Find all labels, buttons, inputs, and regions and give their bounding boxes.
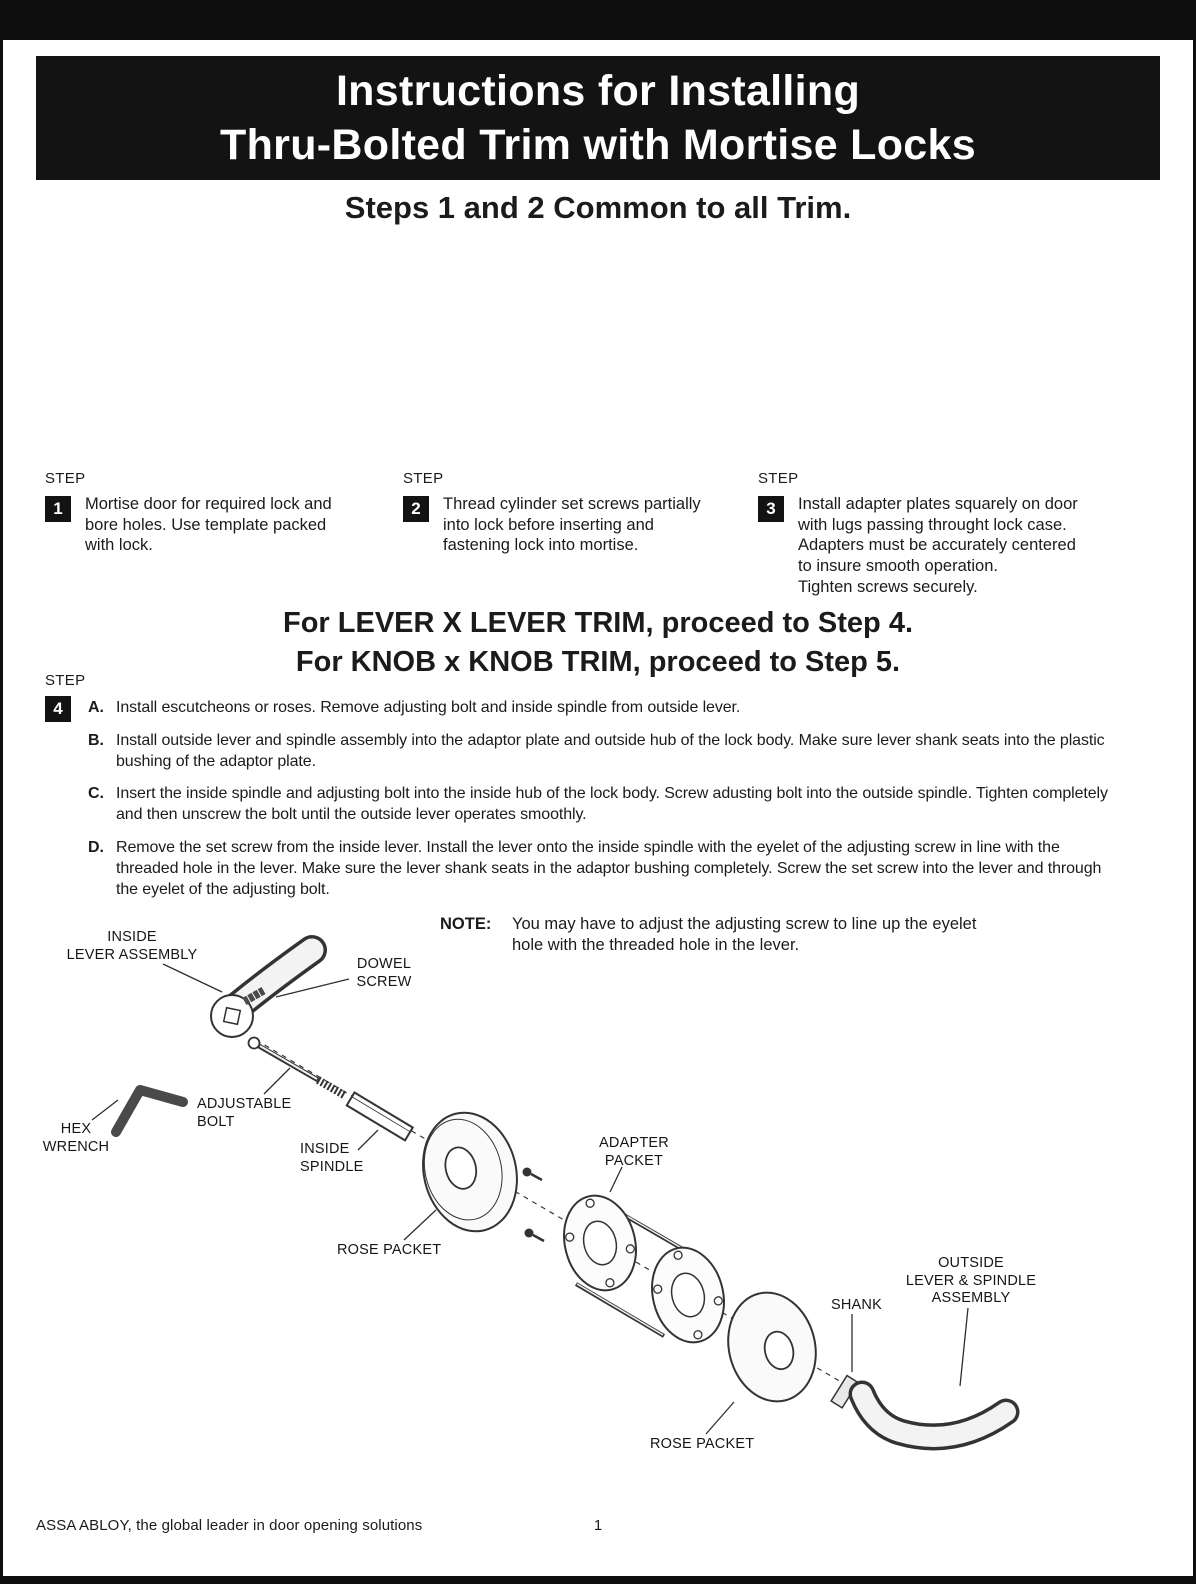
step-1-block: STEP 1 Mortise door for required lock an…	[45, 470, 367, 556]
step-3-number-badge: 3	[758, 496, 784, 522]
rose-packet-outside-drawing	[727, 1291, 817, 1403]
adapter-posts-drawing	[574, 1198, 688, 1338]
adapter-plate-2-drawing	[651, 1246, 725, 1344]
leader-lines	[91, 963, 969, 1435]
footer-page-number: 1	[593, 1517, 603, 1534]
adjustable-bolt-drawing	[247, 1036, 346, 1099]
label-rose-packet-inside: ROSE PACKET	[337, 1242, 442, 1258]
inside-lever-drawing	[210, 935, 327, 1038]
adapter-screw-2	[524, 1228, 545, 1243]
step-2-block: STEP 2 Thread cylinder set screws partia…	[403, 470, 733, 556]
note-label: NOTE:	[440, 915, 492, 933]
page-right-border	[1193, 0, 1196, 1584]
page-bottom-border	[0, 1576, 1196, 1584]
note-block: NOTE: You may have to adjust the adjusti…	[440, 914, 1030, 957]
step-4-item-b-text: Install outside lever and spindle assemb…	[116, 731, 1105, 770]
step-4-item-b-letter: B.	[88, 731, 104, 749]
label-inside-spindle: INSIDE SPINDLE	[300, 1141, 364, 1175]
assembly-axis-line	[255, 1039, 873, 1401]
rose-packet-inside-drawing	[422, 1111, 518, 1233]
inside-spindle-drawing	[345, 1091, 415, 1142]
step-4-item-b: B. Install outside lever and spindle ass…	[88, 731, 1120, 773]
step-4-item-a-letter: A.	[88, 699, 104, 716]
page-left-border	[0, 0, 3, 1584]
step-3-text: Install adapter plates squarely on door …	[798, 495, 1078, 596]
footer-brand-text: ASSA ABLOY, the global leader in door op…	[36, 1517, 423, 1534]
proceed-heading: For LEVER X LEVER TRIM, proceed to Step …	[0, 604, 1196, 682]
title-line-2: Thru-Bolted Trim with Mortise Locks	[220, 121, 976, 169]
label-dowel-screw: DOWEL SCREW	[356, 956, 412, 990]
step-2-number-badge: 2	[403, 496, 429, 522]
shank-drawing	[830, 1374, 860, 1409]
proceed-line-1: For LEVER X LEVER TRIM, proceed to Step …	[282, 607, 914, 639]
step-2-heading: STEP	[403, 470, 444, 487]
step-4-item-c-text: Insert the inside spindle and adjusting …	[116, 785, 1108, 824]
proceed-line-2: For KNOB x KNOB TRIM, proceed to Step 5.	[295, 645, 901, 678]
step-4-item-a: A. Install escutcheons or roses. Remove …	[88, 698, 1120, 719]
step-4-item-a-text: Install escutcheons or roses. Remove adj…	[116, 699, 741, 716]
step-4-item-d-letter: D.	[88, 838, 104, 856]
title-line-1: Instructions for Installing	[335, 66, 861, 115]
adapter-screw-1	[522, 1167, 543, 1182]
step-1-text: Mortise door for required lock and bore …	[85, 495, 332, 555]
label-hex-wrench: HEX WRENCH	[42, 1121, 110, 1155]
adapter-plate-1-drawing	[563, 1194, 637, 1292]
step-4-number-badge: 4	[45, 696, 71, 722]
label-adjustable-bolt: ADJUSTABLE BOLT	[197, 1096, 292, 1130]
step-3-heading: STEP	[758, 470, 799, 487]
step-2-text: Thread cylinder set screws partially int…	[443, 495, 701, 555]
label-shank: SHANK	[831, 1297, 882, 1313]
step-1-heading: STEP	[45, 470, 86, 487]
step-4-heading: STEP	[45, 672, 86, 689]
step-4-items: A. Install escutcheons or roses. Remove …	[88, 698, 1120, 912]
step-3-block: STEP 3 Install adapter plates squarely o…	[758, 470, 1138, 597]
outside-lever-drawing	[848, 1380, 1020, 1451]
dowel-screw-drawing	[242, 987, 266, 1005]
step-4-item-d: D. Remove the set screw from the inside …	[88, 838, 1120, 900]
subtitle: Steps 1 and 2 Common to all Trim.	[344, 190, 852, 225]
step-1-number-badge: 1	[45, 496, 71, 522]
title-banner: Instructions for Installing Thru-Bolted …	[36, 56, 1160, 180]
label-inside-lever-assembly: INSIDE LEVER ASSEMBLY	[66, 929, 198, 963]
label-rose-packet-outside: ROSE PACKET	[650, 1436, 755, 1452]
note-text: You may have to adjust the adjusting scr…	[512, 915, 977, 955]
page-top-border	[0, 0, 1196, 40]
label-outside-lever-assembly: OUTSIDE LEVER & SPINDLE ASSEMBLY	[905, 1255, 1037, 1307]
label-adapter-packet: ADAPTER PACKET	[599, 1135, 669, 1169]
step-4-item-d-text: Remove the set screw from the inside lev…	[116, 838, 1102, 898]
step-4-item-c: C. Insert the inside spindle and adjusti…	[88, 784, 1120, 826]
step-4-item-c-letter: C.	[88, 785, 104, 803]
hex-wrench-drawing	[111, 1085, 188, 1137]
